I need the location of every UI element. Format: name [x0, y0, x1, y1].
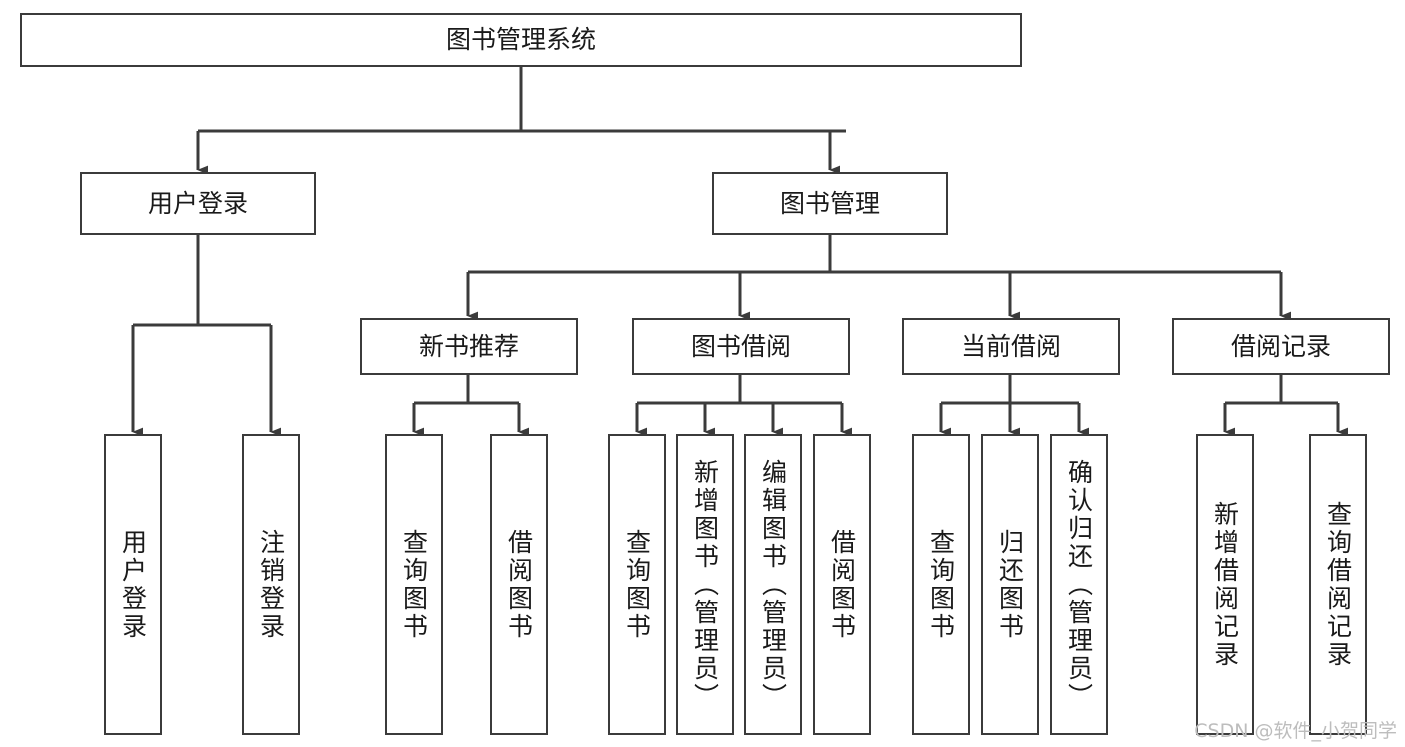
leaf-user-login-logout[interactable]: 注销登录 — [242, 434, 300, 735]
node-root-book-management-system[interactable]: 图书管理系统 — [20, 13, 1022, 67]
node-label: 查询图书 — [622, 528, 652, 641]
leaf-current-borrow-confirm-return[interactable]: 确认归还（管理员） — [1050, 434, 1108, 735]
leaf-book-borrow-query[interactable]: 查询图书 — [608, 434, 666, 735]
node-label: 用户登录 — [118, 528, 148, 641]
node-borrow-record[interactable]: 借阅记录 — [1172, 318, 1390, 375]
node-label: 借阅图书 — [504, 528, 534, 641]
node-label: 归还图书 — [995, 528, 1025, 641]
node-user-login[interactable]: 用户登录 — [80, 172, 316, 235]
node-label: 图书借阅 — [690, 331, 791, 361]
node-label: 新书推荐 — [418, 331, 519, 361]
node-label: 注销登录 — [256, 528, 286, 641]
node-label: 新增图书（管理员） — [690, 458, 720, 711]
node-label: 用户登录 — [147, 188, 248, 218]
leaf-borrow-record-add[interactable]: 新增借阅记录 — [1196, 434, 1254, 735]
leaf-new-book-borrow[interactable]: 借阅图书 — [490, 434, 548, 735]
node-label: 当前借阅 — [960, 331, 1061, 361]
leaf-borrow-record-query[interactable]: 查询借阅记录 — [1309, 434, 1367, 735]
node-label: 编辑图书（管理员） — [758, 458, 788, 711]
node-book-borrow[interactable]: 图书借阅 — [632, 318, 850, 375]
node-label: 图书管理 — [779, 188, 880, 218]
node-label: 确认归还（管理员） — [1064, 458, 1094, 711]
leaf-book-borrow-lend[interactable]: 借阅图书 — [813, 434, 871, 735]
leaf-book-borrow-add[interactable]: 新增图书（管理员） — [676, 434, 734, 735]
node-label: 图书管理系统 — [445, 25, 596, 54]
node-label: 查询图书 — [926, 528, 956, 641]
node-label: 新增借阅记录 — [1210, 500, 1240, 669]
node-label: 借阅记录 — [1230, 331, 1331, 361]
leaf-current-borrow-query[interactable]: 查询图书 — [912, 434, 970, 735]
watermark-csdn: CSDN @软件_小贺同学 — [1194, 720, 1397, 742]
node-book-management[interactable]: 图书管理 — [712, 172, 948, 235]
leaf-new-book-query[interactable]: 查询图书 — [385, 434, 443, 735]
node-new-book-recommend[interactable]: 新书推荐 — [360, 318, 578, 375]
leaf-book-borrow-edit[interactable]: 编辑图书（管理员） — [744, 434, 802, 735]
node-label: 查询借阅记录 — [1323, 500, 1353, 669]
node-label: 查询图书 — [399, 528, 429, 641]
node-label: 借阅图书 — [827, 528, 857, 641]
node-current-borrow[interactable]: 当前借阅 — [902, 318, 1120, 375]
leaf-current-borrow-return[interactable]: 归还图书 — [981, 434, 1039, 735]
leaf-user-login-login[interactable]: 用户登录 — [104, 434, 162, 735]
